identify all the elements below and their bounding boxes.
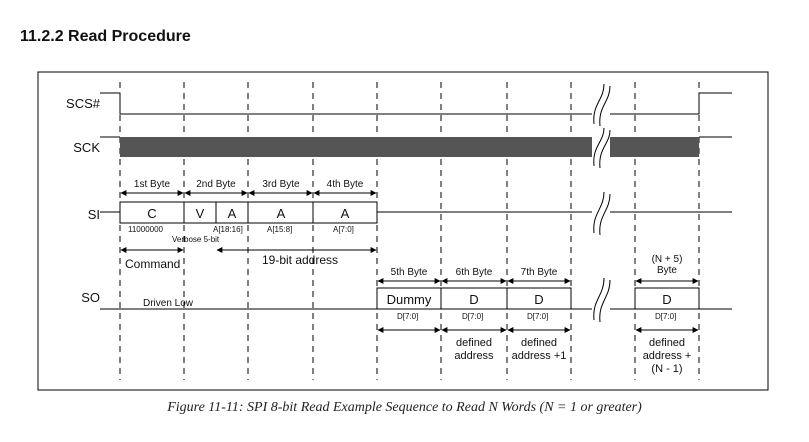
scs-waveform [100,92,592,115]
section-title: 11.2.2 Read Procedure [20,28,191,45]
so-sub-d2: D[7:0] [527,312,548,321]
so-field-dn: D [662,292,671,307]
si-field-a3: A [341,206,350,221]
si-field-c: C [147,206,156,221]
byte-label-6: 6th Byte [456,267,493,278]
figure-caption: Figure 11-11: SPI 8-bit Read Example Seq… [167,400,642,415]
defined-1-line2: address [454,350,494,362]
byte-label-1: 1st Byte [134,179,171,190]
signal-label-si: SI [88,207,100,222]
byte-label-5: 5th Byte [391,267,428,278]
si-field-a1: A [228,206,237,221]
si-bus [100,201,732,224]
break-mark [599,129,611,169]
byte-label-7: 7th Byte [521,267,558,278]
defined-n-line3: (N - 1) [651,363,682,375]
si-sub-c: 11000000 [128,225,164,234]
so-byte-box-n [634,287,700,310]
so-sub-d1: D[7:0] [462,312,483,321]
so-sub-dummy: D[7:0] [397,312,418,321]
command-label: Command [125,257,180,271]
signal-label-so: SO [81,290,100,305]
defined-2-line2: address +1 [512,350,567,362]
byte-label-2: 2nd Byte [196,179,236,190]
time-break-marks [593,83,611,323]
byte-label-n-line1: (N + 5) [652,254,683,265]
si-field-a2: A [277,206,286,221]
si-sub-a1: A[18:16] [213,225,243,234]
signal-label-sck: SCK [73,140,100,155]
sck-clock-burst [120,137,592,157]
so-field-dummy: Dummy [387,292,432,307]
byte-label-4: 4th Byte [327,179,364,190]
driven-low-label: Driven Low [143,298,194,309]
address-label: 19-bit address [262,253,338,267]
scs-waveform-end [610,92,732,115]
defined-n-line2: address + [643,350,692,362]
break-mark [599,85,611,127]
so-field-d2: D [534,292,543,307]
defined-1-line1: defined [456,337,492,349]
so-field-d1: D [469,292,478,307]
si-sub-v: Verbose 5-bit [172,235,220,244]
break-mark [599,193,611,236]
timing-guides [119,82,700,380]
si-field-v: V [196,206,205,221]
break-mark [593,83,605,125]
break-mark [593,277,605,321]
defined-2-line1: defined [521,337,557,349]
byte-label-n-line2: Byte [657,265,677,276]
sck-clock-burst-end [610,137,699,157]
si-sub-a2: A[15:8] [267,225,292,234]
signal-label-scs: SCS# [66,96,101,111]
so-sub-dn: D[7:0] [655,312,676,321]
byte-label-3: 3rd Byte [262,179,300,190]
break-mark [599,279,611,323]
so-bus [100,287,732,310]
defined-n-line1: defined [649,337,685,349]
break-mark [593,127,605,167]
si-sub-a3: A[7:0] [333,225,354,234]
diagram-frame [37,71,769,391]
so-byte-box [376,287,572,310]
break-mark [593,191,605,234]
